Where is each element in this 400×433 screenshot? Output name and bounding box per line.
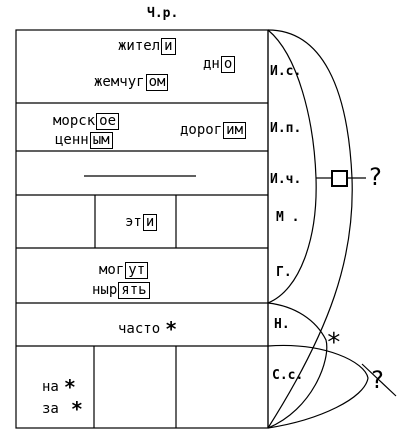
row-label-is: И.с.: [270, 64, 302, 79]
crossed-question-mark: ?: [370, 366, 385, 394]
n-arc: [267, 302, 328, 429]
row-label-m: М .: [276, 210, 300, 225]
row-label-ich: И.ч.: [270, 172, 302, 187]
word-chasto: часто*: [118, 317, 178, 341]
asterisk-mark: *: [70, 397, 83, 421]
word-za: за*: [42, 397, 83, 421]
row-label-n: Н.: [274, 317, 290, 332]
row-label-ss: С.с.: [272, 368, 304, 383]
strike-line: [361, 363, 397, 397]
ss-arc: [267, 344, 369, 429]
square-mark: [331, 170, 348, 187]
row-label-g: Г.: [276, 265, 292, 280]
page-title: Ч.р.: [147, 6, 179, 21]
question-mark: ?: [368, 163, 383, 191]
asterisk-mark: *: [63, 375, 76, 399]
asterisk-mark: *: [165, 317, 178, 341]
arc-asterisk-mark: *: [326, 328, 342, 358]
row-label-ip: И.п.: [270, 121, 302, 136]
word-na: на*: [42, 375, 76, 399]
